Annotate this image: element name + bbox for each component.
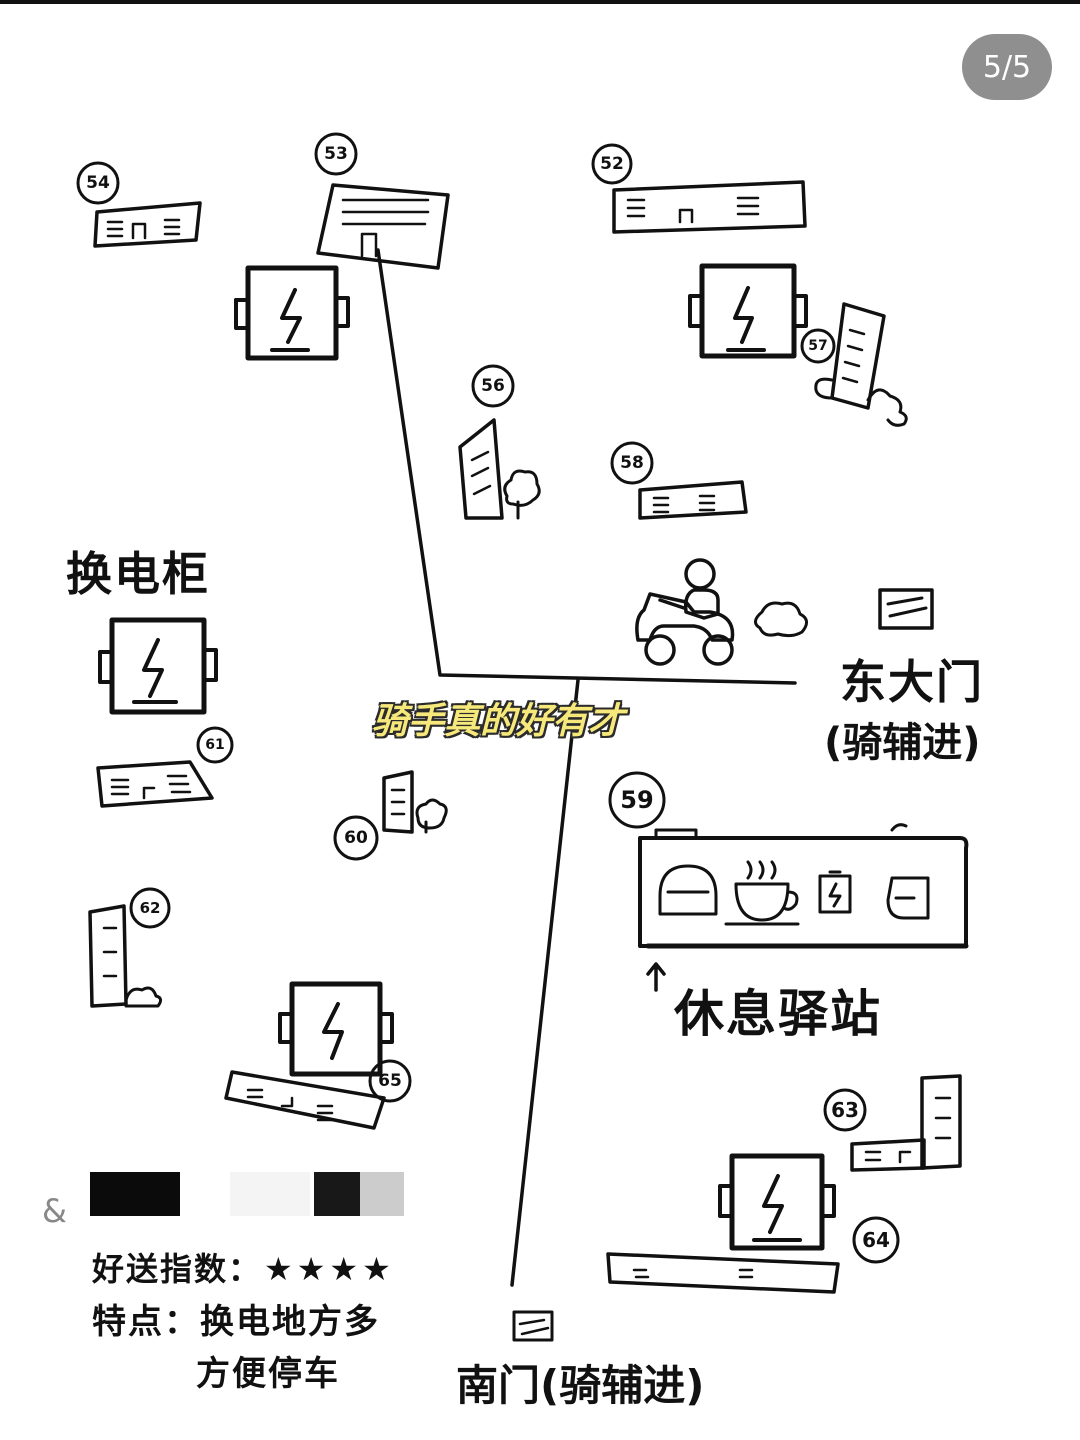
battery-cabinet-icon — [234, 265, 350, 361]
ampersand-marker: & — [42, 1192, 69, 1230]
building-53 — [314, 132, 450, 270]
building-number-52: 52 — [600, 154, 624, 174]
building-number-53: 53 — [324, 144, 348, 164]
redaction-block — [230, 1172, 310, 1216]
building-63 — [823, 1074, 962, 1172]
rating-stars: ★★★★ — [262, 1250, 393, 1288]
battery-cabinet-icon — [718, 1153, 836, 1251]
east-gate-icon — [878, 588, 934, 630]
building-number-64: 64 — [862, 1228, 890, 1252]
building-number-56: 56 — [481, 376, 505, 396]
feature-text-1: 换电地方多 — [200, 1302, 380, 1342]
building-number-63: 63 — [831, 1098, 859, 1122]
building-number-62: 62 — [139, 899, 161, 917]
south-gate-label: 南门(骑辅进) — [456, 1361, 705, 1410]
building-number-59: 59 — [620, 786, 654, 814]
legend-title: 换电柜 — [66, 547, 210, 601]
battery-cabinet-icon — [688, 263, 808, 359]
feature-label: 特点： — [92, 1302, 200, 1342]
south-gate-icon — [512, 1310, 554, 1342]
legend-battery-cabinet-icon — [98, 617, 218, 715]
building-number-57: 57 — [808, 338, 828, 354]
rest-station-label: 休息驿站 — [674, 985, 882, 1043]
star-icon: ★ — [296, 1250, 328, 1288]
building-number-60: 60 — [344, 828, 368, 848]
building-61 — [96, 726, 234, 808]
building-52 — [591, 143, 807, 234]
east-gate-label: 东大门 — [840, 655, 984, 709]
east-gate-note: (骑辅进) — [824, 720, 981, 766]
delivery-index-row: 好送指数：★★★★ — [92, 1244, 393, 1290]
building-number-54: 54 — [86, 173, 110, 193]
building-number-65: 65 — [378, 1071, 402, 1091]
building-59 — [608, 771, 969, 949]
video-caption: 骑手真的好有才 — [372, 701, 625, 742]
delivery-index-label: 好送指数： — [92, 1250, 263, 1288]
arrow-up-icon — [646, 962, 666, 992]
building-56 — [458, 364, 541, 520]
star-icon: ★ — [362, 1250, 393, 1288]
battery-cabinet-icon — [278, 981, 394, 1077]
building-number-61: 61 — [205, 737, 225, 753]
top-border — [0, 0, 1080, 4]
building-54 — [76, 161, 202, 248]
building-64 — [606, 1216, 900, 1294]
redaction-block — [90, 1172, 180, 1216]
building-62 — [88, 887, 171, 1008]
road-south — [510, 678, 580, 1287]
road-main-diagonal — [376, 248, 797, 685]
page-counter-badge[interactable]: 5/5 — [962, 34, 1052, 100]
feature-row: 特点：换电地方多 — [92, 1294, 380, 1343]
star-icon: ★ — [329, 1250, 361, 1288]
star-icon: ★ — [264, 1250, 295, 1288]
building-65 — [224, 1059, 412, 1130]
feature-text-2: 方便停车 — [196, 1354, 340, 1394]
building-60 — [333, 770, 448, 861]
building-57 — [800, 302, 908, 427]
building-58 — [610, 441, 748, 520]
redaction-block — [360, 1172, 404, 1216]
scooter-rider-icon — [635, 558, 808, 666]
redaction-block — [314, 1172, 360, 1216]
building-number-58: 58 — [620, 453, 644, 473]
